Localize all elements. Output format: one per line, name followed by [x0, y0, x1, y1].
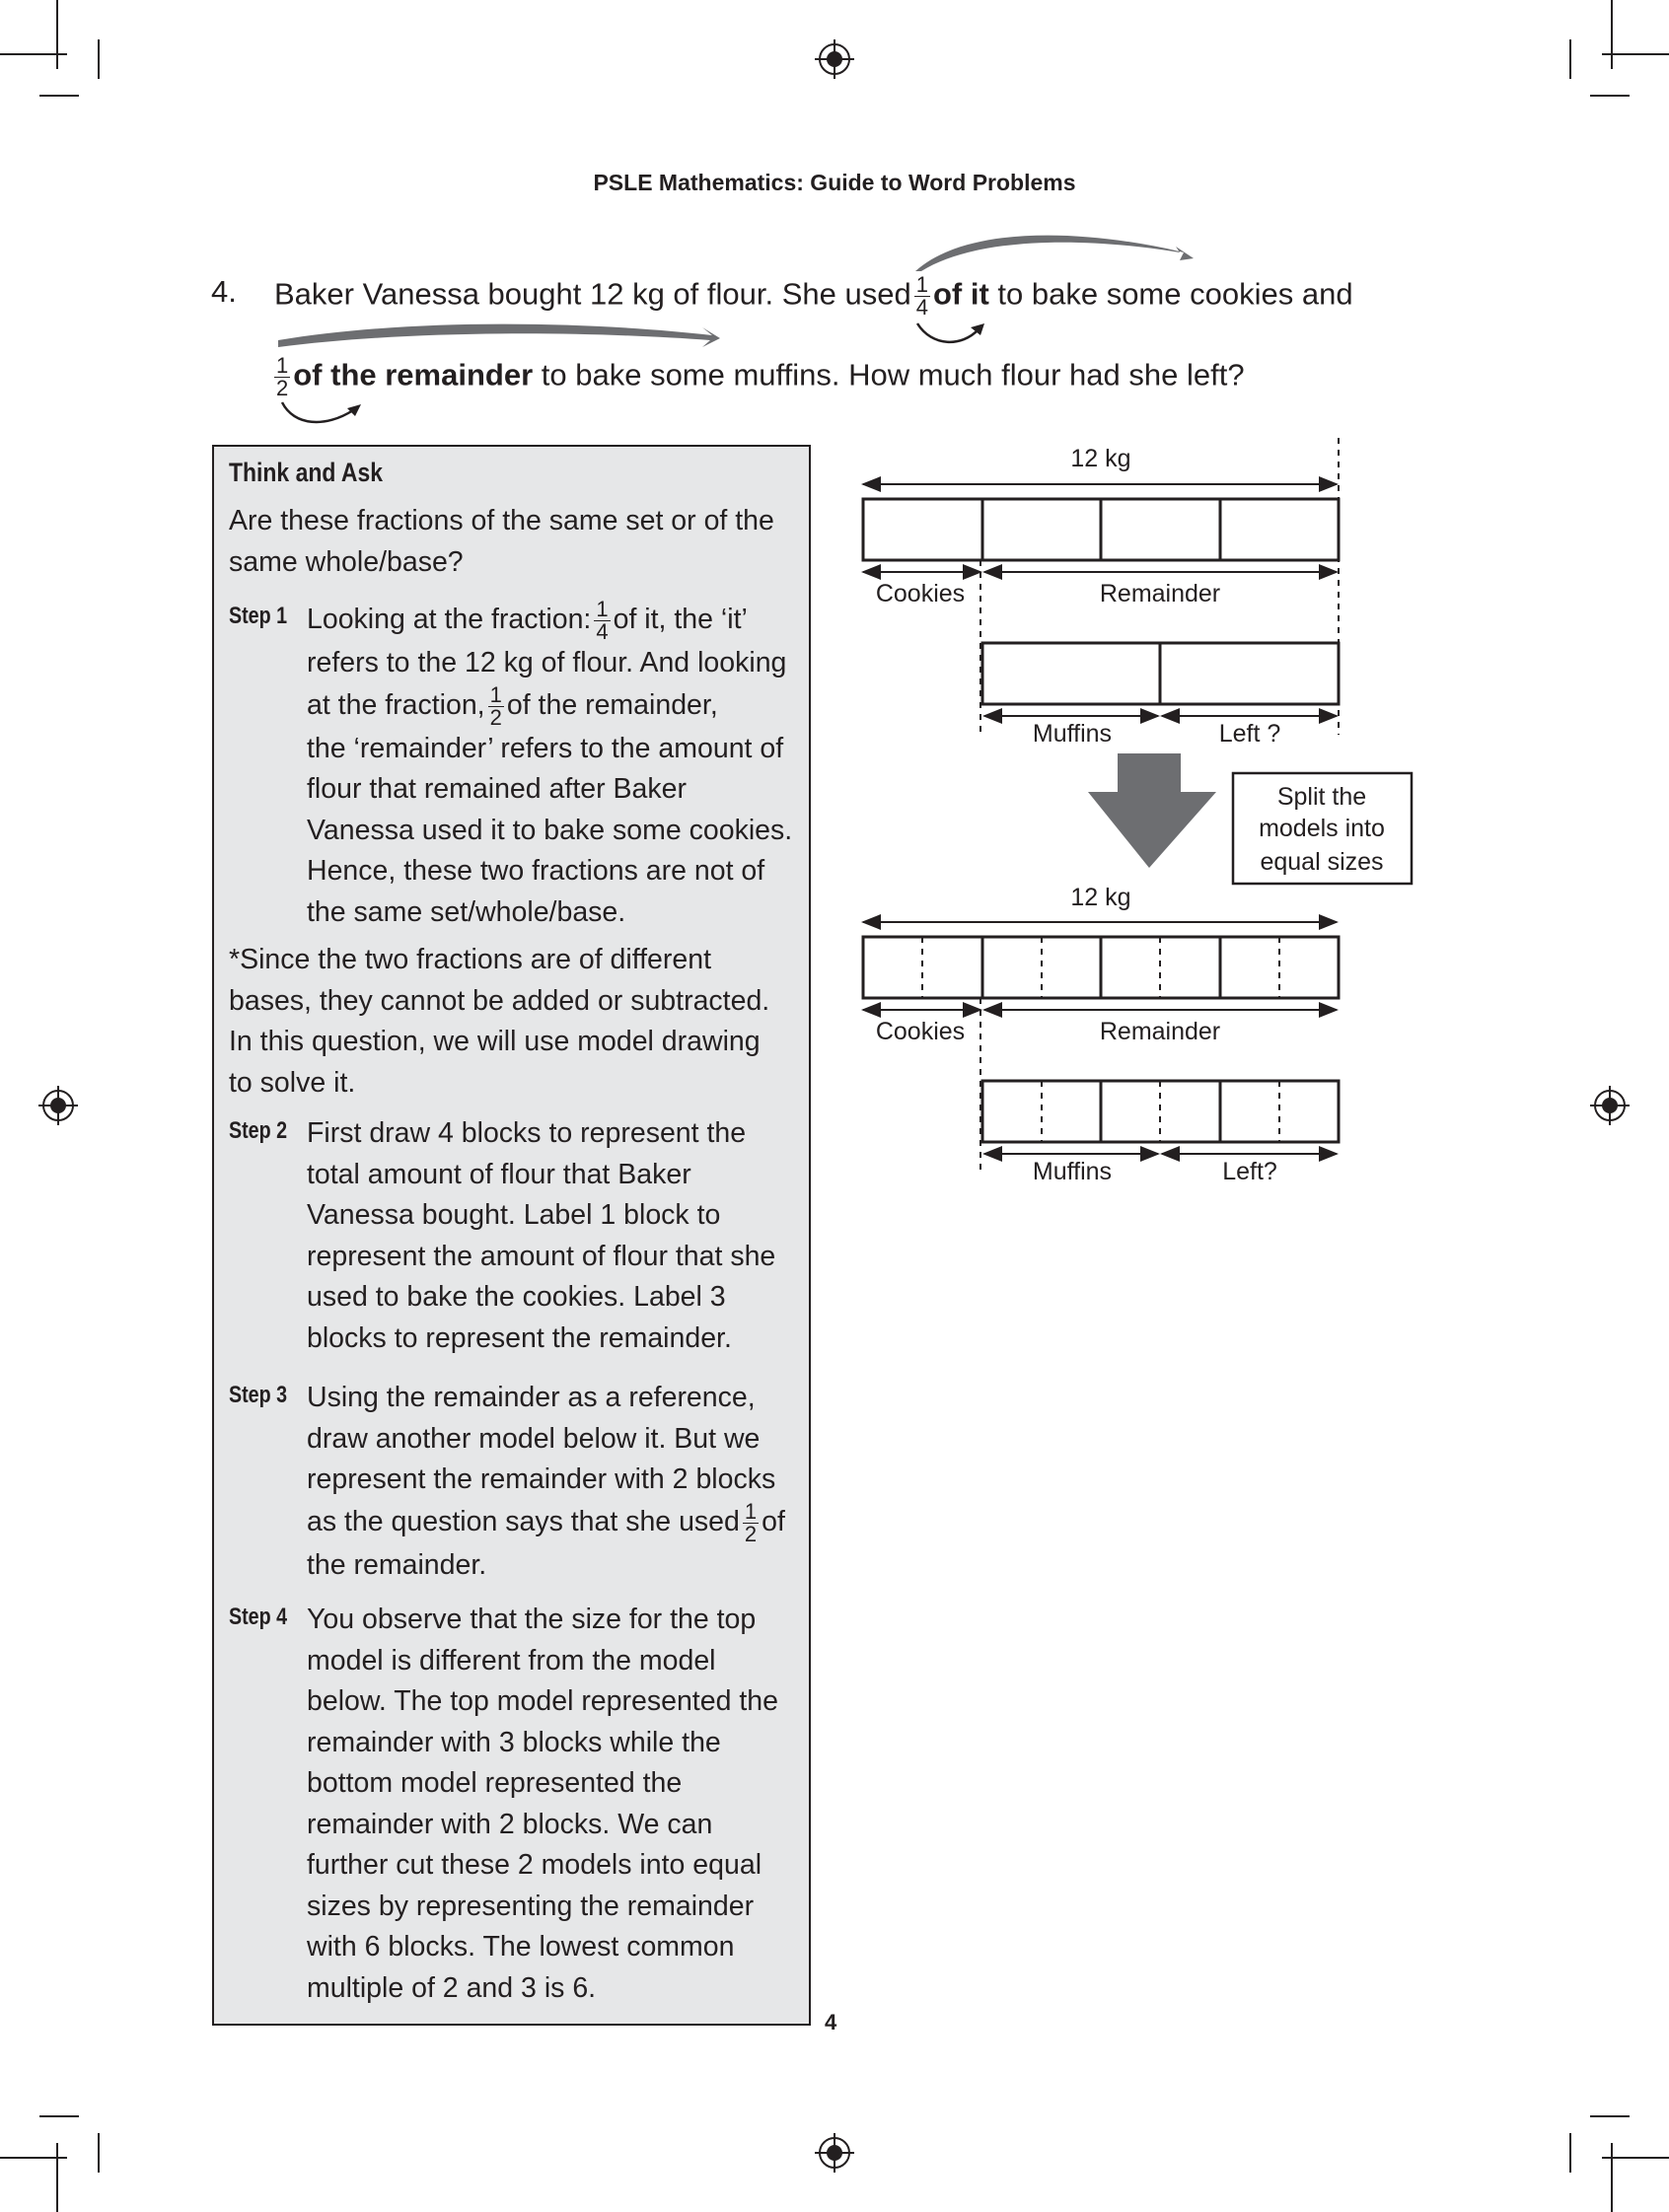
callout-line-2: models into [1259, 815, 1385, 842]
question-bold-text: of it [932, 276, 989, 312]
step-1-label: Step 1 [229, 603, 288, 629]
step-text: of [762, 1505, 785, 1537]
top-total-label: 12 kg [1070, 445, 1130, 472]
bottom-total-label: 12 kg [1070, 884, 1130, 911]
step-text: the remainder. [307, 1548, 487, 1581]
bottom-cookies-label: Cookies [876, 1018, 965, 1045]
question-bold-text: of the remainder [293, 357, 534, 392]
bottom-remainder-label: Remainder [1100, 1018, 1220, 1045]
step-text: of the remainder, [506, 688, 718, 721]
intro-text: Are these fractions of the same set or o… [229, 505, 774, 578]
fraction-numerator: 1 [913, 272, 930, 297]
top-muffins-label: Muffins [1033, 720, 1112, 748]
callout-box [1231, 771, 1414, 886]
running-header: PSLE Mathematics: Guide to Word Problems [593, 170, 1076, 195]
step-3-text: Using the remainder as a reference, draw… [307, 1378, 800, 1586]
top-remainder-label: Remainder [1100, 580, 1220, 607]
emphasis-arrows [278, 235, 1194, 424]
step-text: Using the remainder as a reference, draw… [307, 1382, 776, 1537]
callout-line-1: Split the [1277, 783, 1366, 811]
fraction-numerator: 1 [742, 1498, 760, 1524]
step-2-text: First draw 4 blocks to represent the tot… [307, 1117, 776, 1354]
fraction-denominator: 2 [744, 1521, 758, 1546]
down-arrow-icon [1088, 753, 1216, 868]
fraction-numerator: 1 [274, 353, 291, 378]
step-2-label: Step 2 [229, 1117, 288, 1144]
registration-target-icon [38, 39, 1630, 2173]
step-4-label: Step 4 [229, 1604, 288, 1630]
step-text: at the fraction, [307, 688, 485, 721]
top-left-label: Left ? [1219, 720, 1281, 748]
step-text: refers to the 12 kg of flour. And lookin… [307, 647, 787, 678]
note-text: *Since the two fractions are of differen… [229, 944, 770, 1099]
fraction-denominator: 2 [489, 704, 502, 730]
top-cookies-label: Cookies [876, 580, 965, 607]
step-text: of it, the ‘it’ [613, 604, 748, 636]
fraction-numerator: 1 [487, 681, 504, 707]
page-number: 4 [825, 2010, 837, 2034]
callout-line-3: equal sizes [1260, 848, 1383, 876]
bottom-muffins-label: Muffins [1033, 1158, 1112, 1185]
step-4-text: You observe that the size for the top mo… [307, 1604, 778, 2004]
bottom-left-label: Left? [1222, 1158, 1277, 1185]
think-and-ask-panel [212, 445, 811, 2026]
panel-title: Think and Ask [229, 458, 384, 487]
fraction-denominator: 4 [596, 619, 609, 644]
fraction-numerator: 1 [594, 597, 611, 621]
bar-model-diagram: 12 kg Cookies Remainder Muffins Left ? S… [861, 438, 1414, 1185]
step-text: Looking at the fraction: [307, 604, 592, 636]
question-text: to bake some cookies and [997, 276, 1353, 312]
fraction-denominator: 2 [276, 376, 289, 400]
question-line-1: Baker Vanessa bought 12 kg of flour. She… [274, 274, 1353, 319]
step-3-label: Step 3 [229, 1382, 288, 1408]
fraction-denominator: 4 [915, 295, 928, 320]
question-text: Baker Vanessa bought 12 kg of flour. She… [274, 276, 911, 312]
question-number: 4. [211, 274, 237, 309]
step-text: the ‘remainder’ refers to the amount of … [307, 732, 793, 928]
question-text: to bake some muffins. How much flour had… [541, 357, 1245, 392]
